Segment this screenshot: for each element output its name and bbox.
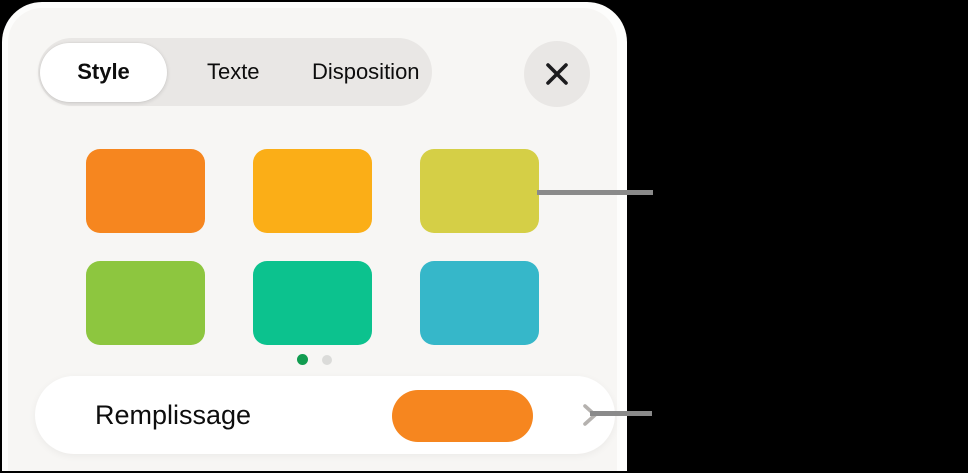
style-swatch-chartreuse[interactable]	[420, 149, 539, 233]
close-icon	[546, 63, 568, 85]
style-swatch-green[interactable]	[86, 261, 205, 345]
tab-texte[interactable]: Texte	[206, 59, 260, 84]
style-swatch-orange[interactable]	[86, 149, 205, 233]
fill-row[interactable]: Remplissage	[35, 376, 615, 454]
fill-label: Remplissage	[95, 399, 252, 430]
tab-disposition[interactable]: Disposition	[311, 59, 420, 84]
style-swatch-teal[interactable]	[253, 261, 372, 345]
fill-color-swatch[interactable]	[392, 390, 533, 442]
tab-bar: Style Texte Disposition	[38, 38, 432, 106]
callout-line-fill	[590, 411, 652, 416]
page-indicator	[2, 354, 627, 365]
style-swatch-amber[interactable]	[253, 149, 372, 233]
callout-line-swatches	[537, 190, 653, 195]
close-button[interactable]	[524, 41, 590, 107]
page-dot-2[interactable]	[322, 354, 332, 365]
tab-style[interactable]: Style	[40, 42, 167, 102]
page-dot-1[interactable]	[297, 354, 308, 365]
style-swatch-cyan[interactable]	[420, 261, 539, 345]
style-popover: Style Texte Disposition Remplissage	[2, 2, 627, 471]
